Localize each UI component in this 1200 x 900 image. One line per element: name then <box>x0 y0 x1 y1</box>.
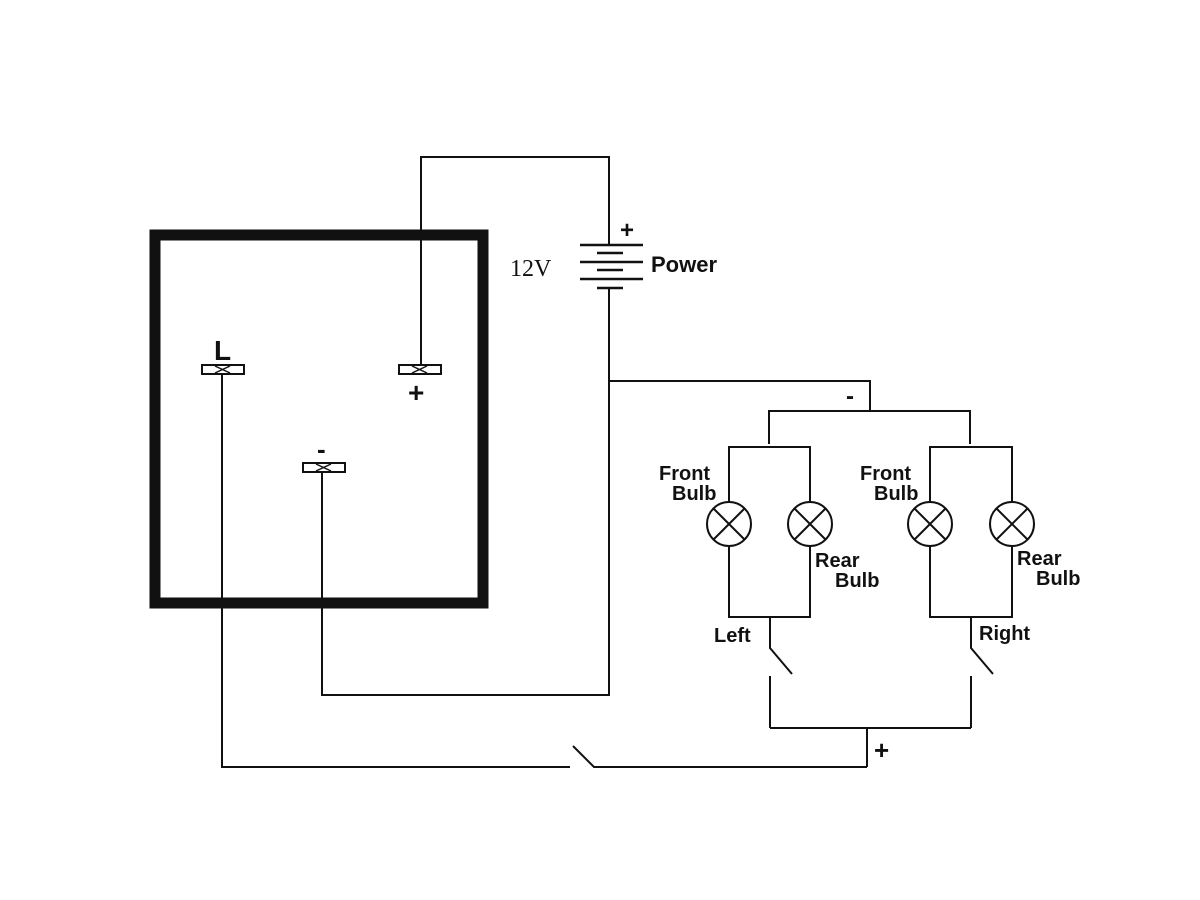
power-label: Power <box>651 252 717 277</box>
right-rear-bulb-label-2: Bulb <box>1036 568 1080 590</box>
lamp-right-rear-icon <box>989 501 1035 547</box>
left-rear-bulb-label-2: Bulb <box>835 570 879 592</box>
wire-relay-positive-to-battery <box>420 156 610 365</box>
switch-common-positive-label: + <box>874 735 889 765</box>
terminal-positive <box>398 364 442 375</box>
terminal-negative-label: - <box>317 434 326 464</box>
terminal-positive-label: + <box>408 377 424 408</box>
wire-main-switch <box>221 374 867 768</box>
terminal-l <box>201 364 245 375</box>
left-switch-label: Left <box>714 625 751 647</box>
battery-positive-label: + <box>620 217 634 244</box>
right-switch-label: Right <box>979 623 1030 645</box>
right-rear-bulb-label-1: Rear <box>1017 548 1062 570</box>
battery-voltage-label: 12V <box>510 256 552 282</box>
wire-switch-right <box>970 617 994 728</box>
battery-symbol <box>580 243 643 290</box>
left-front-bulb-label-2: Bulb <box>672 483 716 505</box>
negative-bus-label: - <box>846 383 854 410</box>
wire-battery-negative-to-relay <box>321 288 610 696</box>
relay-box <box>149 229 489 609</box>
lamp-right-front-icon <box>907 501 953 547</box>
terminal-negative <box>302 462 346 473</box>
left-front-bulb-label-1: Front <box>659 463 710 485</box>
wire-lamp-bus <box>768 410 971 444</box>
wire-negative-bus <box>609 380 871 411</box>
left-rear-bulb-label-1: Rear <box>815 550 860 572</box>
terminal-l-label: L <box>214 335 231 366</box>
lamp-left-front-icon <box>706 501 752 547</box>
wire-switch-common <box>770 727 971 767</box>
right-front-bulb-label-2: Bulb <box>874 483 918 505</box>
wire-switch-left <box>769 617 793 728</box>
right-front-bulb-label-1: Front <box>860 463 911 485</box>
lamp-left-rear-icon <box>787 501 833 547</box>
